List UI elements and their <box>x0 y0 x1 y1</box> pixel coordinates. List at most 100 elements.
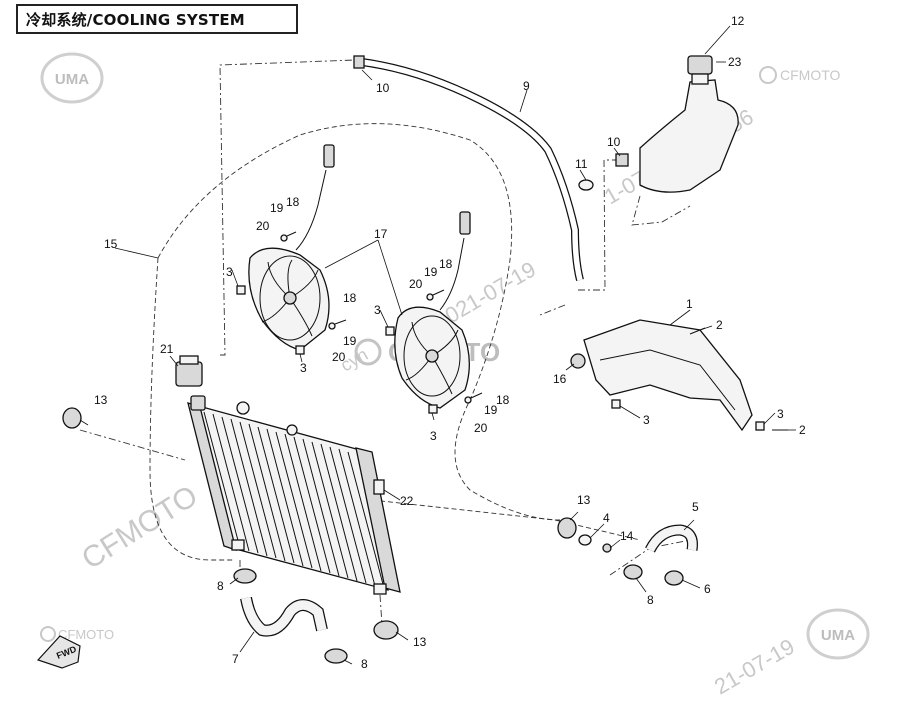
callout-19a: 19 <box>270 201 284 215</box>
leader-1 <box>669 309 691 326</box>
leader-10a <box>361 69 373 81</box>
hose-7 <box>241 597 327 636</box>
assembly-line-tank <box>578 159 622 291</box>
clamp-6 <box>664 570 684 586</box>
fan-right-wire <box>439 237 465 311</box>
leader-12 <box>704 25 731 55</box>
assembly-line-hose10 <box>219 59 356 356</box>
clamp-10-top <box>353 55 365 69</box>
washer-4 <box>578 534 592 546</box>
radiator-filler-neck <box>190 395 206 411</box>
leader-13b <box>569 511 579 521</box>
leader-3a <box>231 269 239 287</box>
callout-19b: 19 <box>343 334 357 348</box>
callout-17: 17 <box>374 227 388 241</box>
callout-13b: 13 <box>577 493 591 507</box>
leader-22 <box>383 489 401 501</box>
nut-3-c <box>385 326 395 336</box>
cfmoto-logo-top: CFMOTO <box>759 66 841 84</box>
leader-11 <box>579 169 587 181</box>
grommets <box>62 407 577 640</box>
callout-18c: 18 <box>439 257 453 271</box>
callout-4: 4 <box>603 511 610 525</box>
nut-3-f <box>755 421 765 431</box>
washer-20-d <box>464 396 472 404</box>
uma-logo-top-text: UMA <box>55 71 89 88</box>
callout-10b: 10 <box>607 135 621 149</box>
callout-18d: 18 <box>496 393 510 407</box>
callout-13a: 13 <box>94 393 108 407</box>
callout-20c: 20 <box>409 277 423 291</box>
callout-3e: 3 <box>643 413 650 427</box>
leader-13a <box>79 419 89 426</box>
leader-14 <box>609 539 621 549</box>
callout-18b: 18 <box>343 291 357 305</box>
leader-6 <box>681 579 701 589</box>
callout-3a: 3 <box>226 265 233 279</box>
callout-6: 6 <box>704 582 711 596</box>
fan-left-ring <box>259 255 321 341</box>
callout-3d: 3 <box>430 429 437 443</box>
radiator-bottom-peg <box>373 583 387 595</box>
nut-3-e <box>611 399 621 409</box>
fasteners <box>236 231 765 431</box>
leader-16 <box>565 363 575 371</box>
shroud-body <box>583 319 753 432</box>
washer-20-c <box>426 293 434 301</box>
grommet-13-c <box>373 620 399 640</box>
callout-9: 9 <box>523 79 530 93</box>
fan-left-hub <box>283 291 297 305</box>
callout-2b: 2 <box>799 423 806 437</box>
bolt-18-b <box>334 319 347 325</box>
leader-8c <box>343 659 353 665</box>
leader-9 <box>519 89 528 113</box>
callout-8b: 8 <box>647 593 654 607</box>
nut-14 <box>602 543 612 553</box>
clamp-10-tank <box>615 153 629 167</box>
callout-labels: 10 9 12 23 10 11 15 17 18 19 20 3 18 19 … <box>94 14 806 671</box>
uma-logo-bottom: UMA <box>806 608 870 660</box>
callout-12: 12 <box>731 14 745 28</box>
leader-3c <box>379 309 389 328</box>
callout-13c: 13 <box>413 635 427 649</box>
callout-2a: 2 <box>716 318 723 332</box>
leader-13c <box>395 631 409 641</box>
fan-right <box>394 211 471 409</box>
leader-8b <box>635 577 647 593</box>
nut-3-b <box>295 345 305 355</box>
radiator-outlet <box>231 539 245 551</box>
callout-14: 14 <box>620 529 634 543</box>
fan-right-connector <box>459 211 471 235</box>
fan-right-hub <box>425 349 439 363</box>
radiator-fins <box>203 411 385 589</box>
radiator-shroud-1 <box>570 319 788 432</box>
callout-8c: 8 <box>361 657 368 671</box>
assembly-lines <box>79 59 691 626</box>
title-box: 冷却系统/COOLING SYSTEM <box>16 4 298 34</box>
assembly-line-tank-lower <box>631 195 691 226</box>
clamp-8-right <box>623 564 643 580</box>
cfmoto-logo-bottom-text: CFMOTO <box>58 627 114 642</box>
callout-3c: 3 <box>374 303 381 317</box>
shroud-rib <box>599 349 736 411</box>
leader-2a <box>699 325 713 331</box>
washer-20-a <box>280 234 288 242</box>
callout-21: 21 <box>160 342 174 356</box>
lower-right-parts <box>578 524 698 586</box>
callout-5: 5 <box>692 500 699 514</box>
callout-19c: 19 <box>424 265 438 279</box>
leader-8a <box>229 577 239 585</box>
callout-10a: 10 <box>376 81 390 95</box>
callout-22: 22 <box>400 494 414 508</box>
leader-3f <box>763 412 776 425</box>
assembly-line-16 <box>539 304 566 316</box>
watermark-date-bottom: 21-07-19 <box>710 634 799 700</box>
bolt-18-d <box>470 392 483 399</box>
fan-right-ring <box>403 315 461 397</box>
callout-20a: 20 <box>256 219 270 233</box>
callout-15: 15 <box>104 237 118 251</box>
fan-left <box>248 144 335 351</box>
cfmoto-logo-bottom: CFMOTO <box>40 626 114 642</box>
grommet-13-a <box>62 407 82 429</box>
